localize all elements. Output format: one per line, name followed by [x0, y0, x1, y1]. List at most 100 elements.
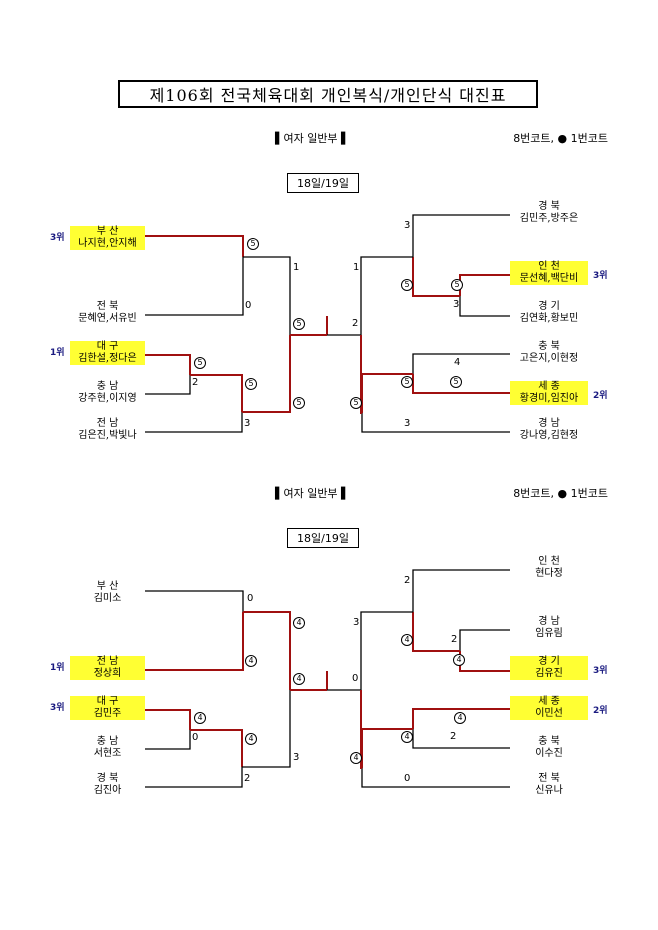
- team-region: 충 남: [96, 736, 119, 747]
- team-region: 세 종: [510, 381, 588, 393]
- rank-label: 1위: [50, 663, 65, 673]
- bracket-line: [412, 708, 510, 729]
- team-players: 신유나: [535, 785, 563, 796]
- match-score: 2: [244, 773, 251, 784]
- team-players: 문혜연,서유빈: [78, 313, 137, 324]
- rank-label: 2위: [593, 391, 608, 401]
- rank-label: 1위: [50, 348, 65, 358]
- bracket-line: [190, 729, 243, 767]
- match-score: 2: [450, 731, 457, 742]
- team-players: 나지현,안지해: [70, 238, 145, 250]
- team-players: 강주현,이지영: [78, 393, 137, 404]
- bracket-line: [145, 354, 191, 375]
- team-players: 김한설,정다은: [70, 353, 145, 365]
- team-players: 임유림: [535, 628, 563, 639]
- match-score: 4: [454, 712, 466, 724]
- match-score: 3: [293, 752, 300, 763]
- match-score: 5: [293, 318, 305, 330]
- team-players: 김진아: [93, 785, 122, 796]
- team-region: 인 천: [538, 556, 560, 567]
- bracket-line: [243, 256, 291, 335]
- match-score: 5: [293, 397, 305, 409]
- team-players: 황경미,임진아: [510, 393, 588, 405]
- match-score: 3: [404, 220, 411, 231]
- bracket-line: [145, 375, 191, 395]
- match-score: 3: [353, 617, 360, 628]
- team-region: 경 북: [96, 773, 119, 784]
- team-region: 세 종: [510, 696, 588, 708]
- match-score: 5: [451, 279, 463, 291]
- match-score: 5: [450, 376, 462, 388]
- match-score: 4: [401, 731, 413, 743]
- rank-label: 2위: [593, 706, 608, 716]
- match-score: 3: [244, 418, 251, 429]
- match-score: 4: [293, 673, 305, 685]
- page-title: 제106회 전국체육대회 개인복식/개인단식 대진표: [118, 80, 538, 108]
- bracket-line: [190, 374, 243, 412]
- match-score: 4: [293, 617, 305, 629]
- match-score: 2: [451, 634, 458, 645]
- match-score: 2: [404, 575, 411, 586]
- team-region: 대 구: [70, 696, 145, 708]
- match-score: 1: [353, 262, 360, 273]
- match-score: 5: [194, 357, 206, 369]
- date-box: 18일/19일: [287, 173, 359, 193]
- team-region: 충 남: [96, 381, 119, 392]
- bracket-line: [145, 767, 243, 788]
- bracket-line: [145, 709, 191, 730]
- match-score: 0: [245, 300, 252, 311]
- bracket-line: [459, 629, 510, 651]
- team-region: 경 남: [538, 616, 560, 627]
- match-score: 4: [194, 712, 206, 724]
- match-score: 4: [453, 654, 465, 666]
- match-score: 2: [192, 377, 199, 388]
- bracket-line: [412, 374, 510, 394]
- bracket-line: [360, 335, 362, 414]
- team-players: 정상희: [70, 668, 145, 680]
- bracket-line: [145, 257, 244, 316]
- division-label: ▌여자 일반부 ▌: [275, 132, 350, 145]
- match-score: 0: [247, 593, 254, 604]
- bracket-line: [145, 590, 244, 612]
- team-region: 충 북: [538, 736, 560, 747]
- bracket-line: [459, 651, 510, 672]
- bracket-line: [412, 214, 510, 257]
- bracket-line: [360, 256, 413, 335]
- rank-label: 3위: [50, 233, 65, 243]
- rank-label: 3위: [50, 703, 65, 713]
- bracket-line: [145, 730, 191, 750]
- team-players: 이민선: [510, 708, 588, 720]
- court-note: 8번코트, ● 1번코트: [513, 487, 608, 500]
- bracket-line: [412, 257, 460, 297]
- court-note: 8번코트, ● 1번코트: [513, 132, 608, 145]
- match-score: 3: [453, 299, 460, 310]
- match-score: 4: [454, 357, 461, 368]
- bracket-line: [459, 296, 510, 317]
- bracket-line: [145, 235, 244, 257]
- match-score: 5: [350, 397, 362, 409]
- bracket-line: [360, 690, 362, 769]
- team-region: 전 남: [96, 418, 119, 429]
- rank-label: 3위: [593, 666, 608, 676]
- rank-label: 3위: [593, 271, 608, 281]
- match-score: 3: [404, 418, 411, 429]
- team-region: 대 구: [70, 341, 145, 353]
- team-region: 인 천: [510, 261, 588, 273]
- bracket-line: [243, 611, 291, 690]
- match-score: 4: [245, 733, 257, 745]
- match-score: 5: [401, 279, 413, 291]
- division-label: ▌여자 일반부 ▌: [275, 487, 350, 500]
- team-players: 문선혜,백단비: [510, 273, 588, 285]
